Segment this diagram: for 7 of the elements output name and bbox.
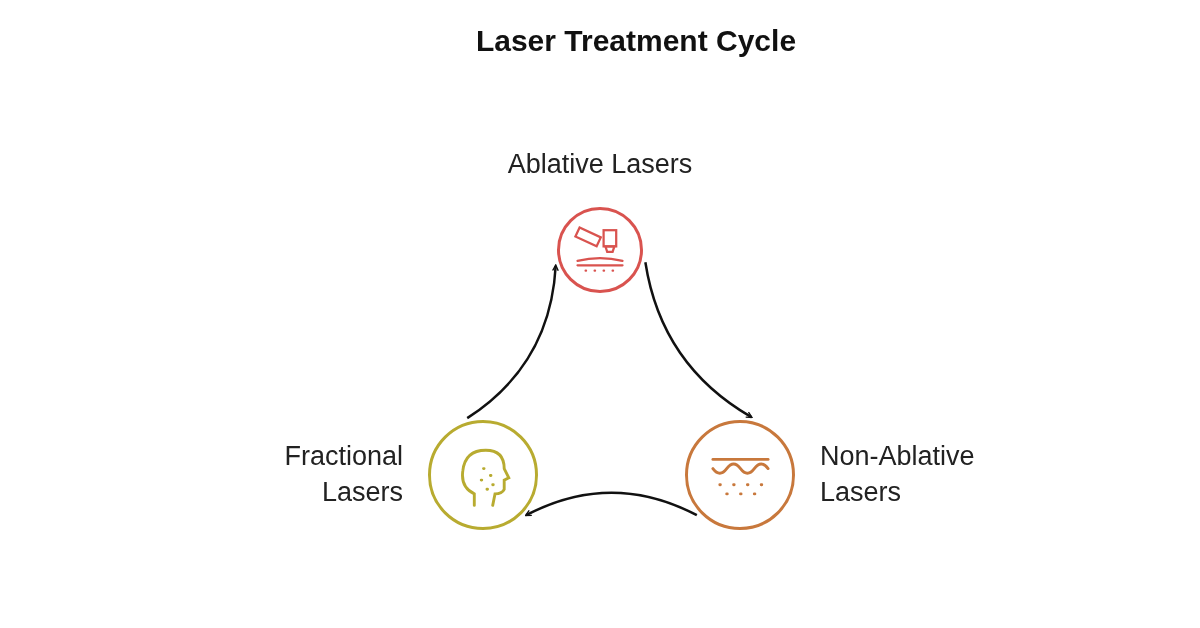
node-label: Non-Ablative Lasers — [820, 440, 976, 509]
diagram-title: Laser Treatment Cycle — [474, 24, 798, 58]
node-label: Fractional Lasers — [283, 440, 403, 509]
curved-arrow — [524, 491, 698, 517]
node-label: Ablative Lasers — [506, 148, 694, 181]
curved-arrow — [644, 262, 753, 419]
curved-arrow — [466, 264, 559, 420]
